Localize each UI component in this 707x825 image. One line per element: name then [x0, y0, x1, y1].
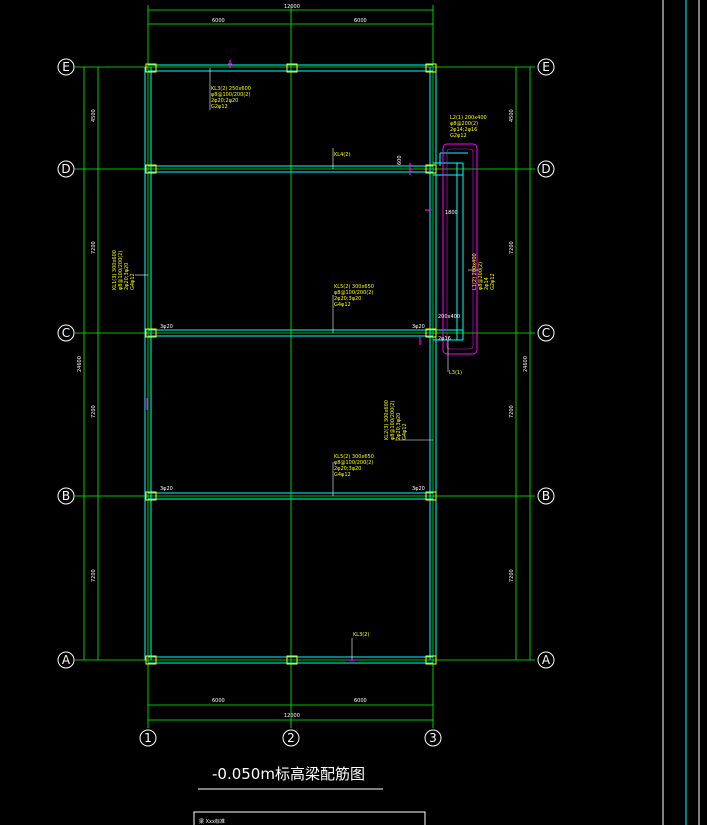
svg-text:KL1(3) 300x600: KL1(3) 300x600 [112, 250, 118, 290]
svg-text:KL5(2) 300x650: KL5(2) 300x650 [334, 454, 374, 460]
svg-text:G4φ12: G4φ12 [402, 423, 408, 440]
axis-label-left-C: C [62, 326, 70, 340]
dim-top-total: 12000 [284, 4, 300, 10]
annotation-l1-right: L1(2) 200x400 φ8@200(2) 2φ14 G2φ12 [472, 253, 496, 290]
dim-bottom-span2: 6000 [354, 698, 367, 704]
highlight-region-inner [446, 148, 474, 350]
svg-text:2φ20;3φ20: 2φ20;3φ20 [334, 296, 361, 302]
axis-label-right-D: D [541, 162, 550, 176]
annotation-l3: L3(1) [449, 370, 462, 376]
annotation-kl3-top: KL3(2) 250x600 φ8@100/200(2) 2φ20;2φ20 G… [211, 86, 251, 110]
annotation-kl5-b: KL5(2) 300x650 φ8@100/200(2) 2φ20;3φ20 G… [334, 454, 374, 478]
bottom-box-text: 梁 Xxx标准 [199, 818, 225, 825]
annotation-2phi16: 2φ16 [438, 336, 451, 342]
dim-left-d-c: 7200 [91, 241, 97, 254]
svg-text:2φ14;2φ16: 2φ14;2φ16 [450, 127, 477, 133]
svg-text:KL2(3) 300x600: KL2(3) 300x600 [384, 400, 390, 440]
svg-text:φ8@100/200(2): φ8@100/200(2) [118, 251, 124, 290]
section-mark-600: 600 [397, 155, 403, 165]
svg-text:G4φ12: G4φ12 [334, 472, 351, 478]
axis-label-right-A: A [542, 653, 551, 667]
grid-lines [75, 5, 535, 728]
svg-text:G2φ12: G2φ12 [450, 133, 467, 139]
svg-text:G4φ12: G4φ12 [334, 302, 351, 308]
dim-top-span2: 6000 [354, 18, 367, 24]
axis-label-col-3: 3 [429, 731, 437, 745]
svg-text:KL3(2) 250x600: KL3(2) 250x600 [211, 86, 251, 92]
beams [144, 64, 468, 664]
svg-text:φ8@100/200(2): φ8@100/200(2) [211, 92, 250, 98]
svg-text:φ8@100/200(2): φ8@100/200(2) [390, 401, 396, 440]
dim-right-c-b: 7200 [509, 405, 515, 418]
rebar-tag-b-left: 3φ20 [160, 486, 173, 492]
section-marks [146, 60, 432, 661]
dim-left-e-d: 4500 [91, 109, 97, 122]
svg-text:2φ20;3φ20: 2φ20;3φ20 [124, 263, 130, 290]
rebar-tag-b-right: 3φ20 [412, 486, 425, 492]
svg-text:2φ20;3φ20: 2φ20;3φ20 [396, 413, 402, 440]
dim-right-e-d: 4500 [509, 109, 515, 122]
rebar-tag-c-left: 3φ20 [160, 324, 173, 330]
drawing-title: -0.050m标高梁配筋图 [212, 765, 365, 783]
axis-label-col-2: 2 [287, 731, 295, 745]
svg-text:φ8@100/200(2): φ8@100/200(2) [334, 290, 373, 296]
rebar-tag-c-right: 3φ20 [412, 324, 425, 330]
columns [145, 63, 437, 665]
axis-label-left-E: E [62, 60, 70, 74]
axis-markers [57, 58, 555, 747]
annotation-kl3-a: KL3(2) [353, 632, 369, 638]
svg-text:KL5(2) 300x650: KL5(2) 300x650 [334, 284, 374, 290]
axis-label-left-A: A [62, 653, 71, 667]
axis-label-right-B: B [542, 489, 550, 503]
svg-text:2φ20;2φ20: 2φ20;2φ20 [211, 98, 238, 104]
svg-text:φ8@100/200(2): φ8@100/200(2) [334, 460, 373, 466]
leaders [135, 68, 478, 660]
svg-text:G2φ12: G2φ12 [490, 273, 496, 290]
annotation-200x400: 200x400 [438, 314, 460, 320]
annotation-kl4-d: KL4(2) [334, 152, 350, 158]
svg-text:φ8@200(2): φ8@200(2) [478, 262, 484, 290]
axis-label-left-D: D [61, 162, 70, 176]
axis-label-right-C: C [542, 326, 550, 340]
annotation-l2: L2(1) 200x400 φ8@200(2) 2φ14;2φ16 G2φ12 [450, 115, 487, 139]
dim-left-total: 24600 [77, 356, 83, 372]
svg-text:G4φ12: G4φ12 [130, 273, 136, 290]
svg-text:φ8@200(2): φ8@200(2) [450, 121, 478, 127]
dim-bottom-total: 12000 [284, 713, 300, 719]
dim-right-b-a: 7200 [509, 569, 515, 582]
section-mark-1800: 1800 [445, 210, 458, 216]
bottom-box [193, 811, 426, 825]
svg-text:G2φ12: G2φ12 [211, 104, 228, 110]
axis-label-left-B: B [62, 489, 70, 503]
dim-bottom-span1: 6000 [212, 698, 225, 704]
dim-top-span1: 6000 [212, 18, 225, 24]
highlight-region [442, 143, 478, 355]
axis-label-right-E: E [542, 60, 550, 74]
annotation-kl5-c: KL5(2) 300x650 φ8@100/200(2) 2φ20;3φ20 G… [334, 284, 374, 308]
svg-text:2φ20;3φ20: 2φ20;3φ20 [334, 466, 361, 472]
annotation-kl2-right: KL2(3) 300x600 φ8@100/200(2) 2φ20;3φ20 G… [384, 400, 408, 440]
svg-text:L2(1) 200x400: L2(1) 200x400 [450, 115, 487, 121]
dim-left-b-a: 7200 [91, 569, 97, 582]
dim-right-total: 24600 [523, 356, 529, 372]
annotation-kl1-left: KL1(3) 300x600 φ8@100/200(2) 2φ20;3φ20 G… [112, 250, 136, 290]
svg-text:L1(2) 200x400: L1(2) 200x400 [472, 253, 478, 290]
axis-label-col-1: 1 [144, 731, 152, 745]
dim-left-c-b: 7200 [91, 405, 97, 418]
dim-right-d-c: 7200 [509, 241, 515, 254]
svg-text:2φ14: 2φ14 [484, 277, 490, 290]
